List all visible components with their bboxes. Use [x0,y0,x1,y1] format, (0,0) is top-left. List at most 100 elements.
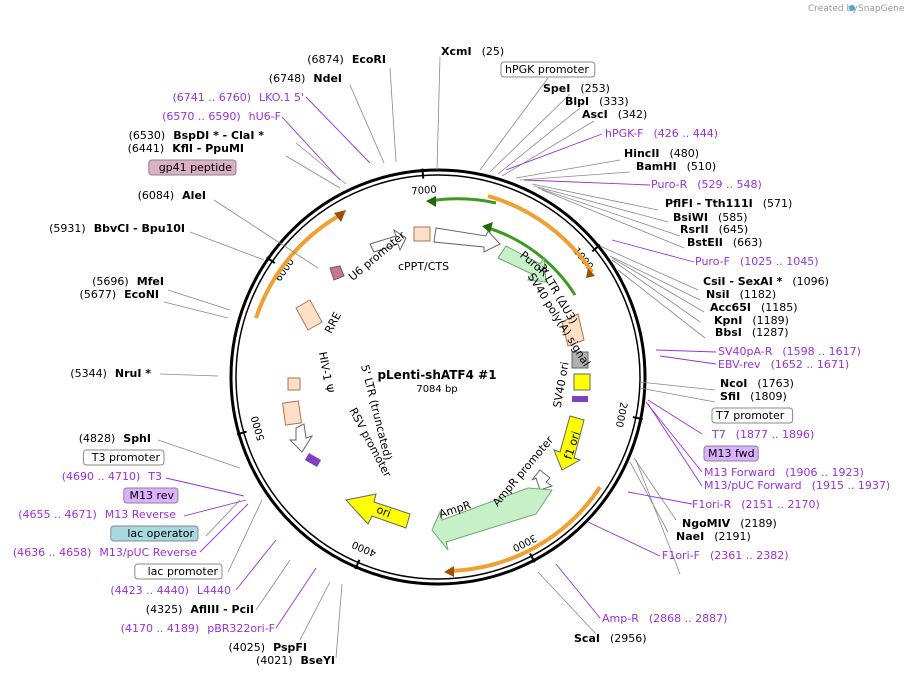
site-label: HincII [624,147,660,160]
primer-position: (1906 .. 1923) [785,466,864,479]
site-position: (5344) [70,367,107,380]
site-label: SfiI [720,390,740,403]
site-position: (4828) [79,432,116,445]
primer-position: (1652 .. 1671) [771,358,850,371]
site-position: (571) [763,197,793,210]
plasmid-name: pLenti-shATF4 #1 [377,368,496,382]
primer-position: (4423 .. 4440) [110,584,189,597]
site-position: (6441) [128,142,165,155]
primer-position: (4655 .. 4671) [18,508,97,521]
orange-feature-arc-left [254,212,343,319]
primer-label: hU6-F [249,110,281,123]
primer-label: T7 [711,428,726,441]
site-label: PspFI [273,641,307,654]
site-position: (1185) [761,301,798,314]
orange-arc-head-bottom [444,566,454,577]
feature-label-sv40ori: SV40 ori [551,361,572,409]
sv40-ori-box [573,373,591,391]
orange-feature-arc-bottom [447,485,602,573]
primer-position: (4636 .. 4658) [13,546,92,559]
site-label: EcoRI [352,53,386,66]
primer-label: T3 [147,470,162,483]
tick-mark [266,256,276,264]
green-arc-head-top [426,196,436,207]
puror-arrow [497,245,547,283]
primer-label: EBV-rev [718,358,761,371]
feature-box-label: hPGK promoter [505,63,589,76]
site-position: (2189) [740,517,777,530]
backbone-inner-strand [235,174,641,580]
site-label: BamHI [636,160,677,173]
primer-label: LKO.1 5' [259,91,304,104]
site-label: NsiI [706,288,730,301]
site-position: (342) [618,108,648,121]
feature-shapes [281,226,591,551]
site-position: (4021) [256,654,293,667]
tick-mark [632,416,643,421]
site-position: (4325) [146,603,183,616]
primer-position: (2151 .. 2170) [741,498,820,511]
site-label: SpeI [543,82,570,95]
site-label: NaeI [676,530,704,543]
primer-label: M13/pUC Reverse [99,546,197,559]
site-label: BbsI [715,326,742,339]
sv40-polya-box [571,351,589,369]
site-position: (6748) [269,72,306,85]
credit-text: Created by [808,4,858,14]
feature-label-u6: U6 promoter [346,229,408,284]
site-position: (25) [482,45,505,58]
feature-box [110,525,199,542]
feature-box-label: T3 promoter [91,451,161,464]
primer-leader-lines [165,96,717,629]
ampr-arrow [431,487,553,551]
primer-label: M13 Forward [704,466,775,479]
site-label: SphI [123,432,151,445]
ampr-promoter-arrow [531,469,554,491]
leader-lines [157,56,716,659]
site-label: BbvCI - Bpu10I [94,222,185,235]
site-label: NdeI [313,72,342,85]
f1-ori-arrow [553,415,585,471]
primer-label: F1ori-R [692,498,732,511]
tick-mark [354,559,361,570]
site-label: CsiI - SexAI * [703,275,783,288]
site-position: (2956) [610,632,647,645]
site-position: (6530) [129,129,166,142]
site-position: (585) [718,211,748,224]
feature-box [82,449,165,466]
plasmid-length: 7084 bp [416,384,457,395]
primer-label: Amp-R [602,612,639,625]
site-position: (480) [670,147,700,160]
feature-label-cppt: cPPT/CTS [398,260,449,273]
tick-label: 7000 [411,185,437,198]
site-position: (1763) [757,377,794,390]
feature-box-label: M13 fwd [708,447,755,460]
site-label: NgoMIV [682,517,731,530]
site-position: (1189) [752,314,789,327]
primer-position: (529 .. 548) [697,178,762,191]
primer-position: (4170 .. 4189) [121,622,200,635]
tick-mark [591,244,601,253]
primer-position: (2361 .. 2382) [710,549,789,562]
primer-position: (6741 .. 6760) [172,91,251,104]
left-labels: EcoRI(6874)NdeI(6748)LKO.1 5'(6741 .. 67… [13,53,386,667]
primer-label: M13 Reverse [105,508,176,521]
u6-promoter-arrow [369,228,407,253]
feature-box [148,159,237,176]
site-position: (333) [599,95,629,108]
site-position: (1096) [792,275,829,288]
orange-arc-head-right [586,268,595,278]
primer-label: L4440 [197,584,231,597]
tick-mark [529,552,536,563]
feature-box [500,61,596,78]
site-position: (5931) [49,222,86,235]
primer-position: (2868 .. 2887) [649,612,728,625]
orange-arc-head-left [334,210,346,222]
feature-box-label: lac promoter [148,565,219,578]
site-label: NcoI [720,377,747,390]
site-position: (663) [733,236,763,249]
site-label: Acc65I [710,301,751,314]
site-label: ScaI [574,632,600,645]
feature-box-label: gp41 peptide [159,161,233,174]
